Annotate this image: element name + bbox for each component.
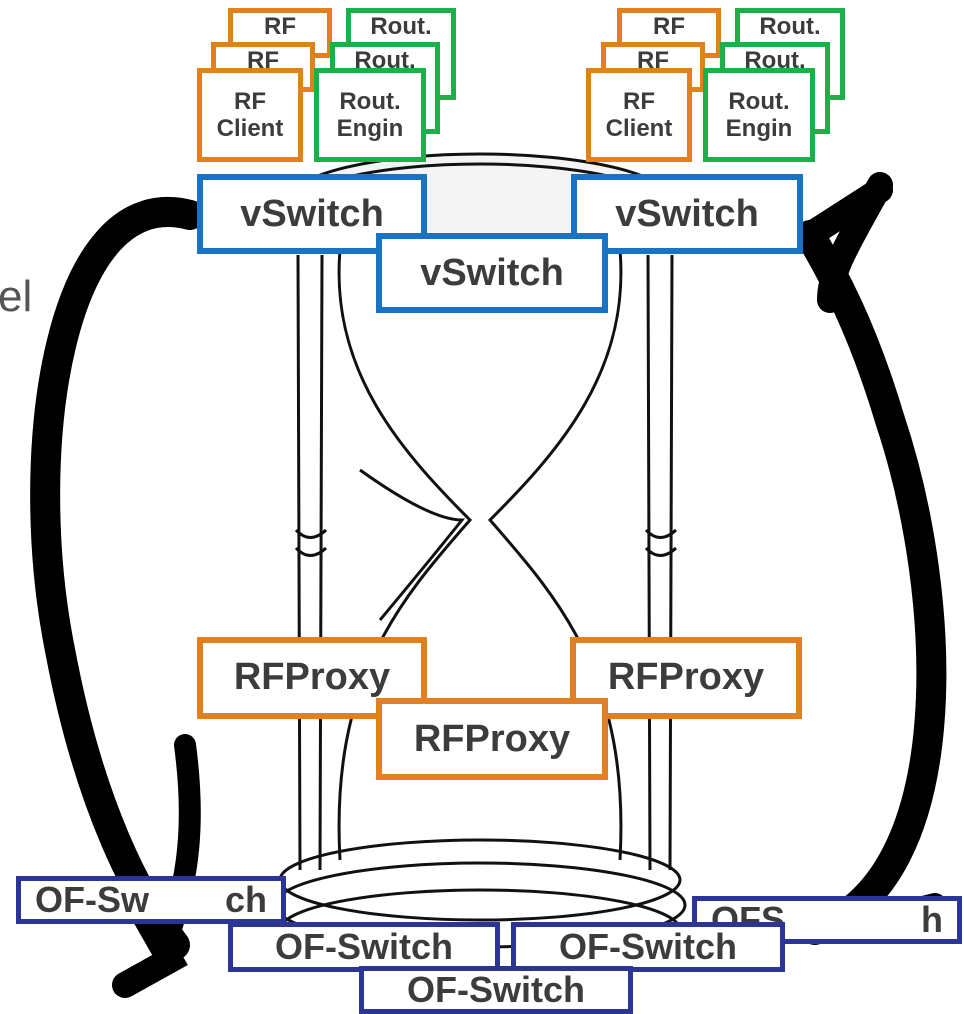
routing-engine-box: Rout. Engin: [314, 68, 426, 162]
of-switch-label: OF-Switch: [275, 926, 453, 967]
of-switch-label: OF-Switch: [407, 969, 585, 1010]
routing-engine-label: Rout.: [759, 13, 821, 40]
rf-client-label: RF Client: [216, 88, 284, 142]
rfproxy-label: RFProxy: [607, 656, 765, 698]
rfproxy-box-center: RFProxy: [376, 698, 608, 780]
routing-engine-box: Rout. Engin: [703, 68, 815, 162]
routing-engine-label: Rout. Engin: [725, 88, 793, 142]
right-curved-arrow-icon: [795, 172, 947, 945]
rf-client-label: RF: [653, 13, 685, 40]
of-switch-label-tail: ch: [224, 879, 267, 920]
vswitch-label: vSwitch: [615, 193, 759, 235]
of-switch-label-tail: h: [921, 899, 943, 940]
vswitch-label: vSwitch: [240, 193, 384, 235]
rf-client-label: RF: [264, 13, 296, 40]
of-switch-box-center-right: OF-Switch: [511, 922, 785, 972]
rf-client-box: RF Client: [197, 68, 303, 162]
rf-client-label: RF Client: [605, 88, 673, 142]
side-text-fragment: el: [0, 272, 33, 321]
vswitch-box-center: vSwitch: [376, 233, 608, 313]
of-switch-label-part: OF-Sw: [35, 879, 149, 920]
routing-engine-label: Rout.: [370, 13, 432, 40]
vswitch-label: vSwitch: [420, 252, 564, 294]
rfproxy-box-right: RFProxy: [570, 637, 802, 719]
rf-client-box: RF Client: [586, 68, 692, 162]
of-switch-box-center-left: OF-Switch: [228, 922, 500, 972]
left-curved-arrow-icon: [30, 197, 205, 998]
rfproxy-label: RFProxy: [413, 718, 571, 760]
of-switch-label: OF-Switch: [559, 926, 737, 967]
routing-engine-label: Rout. Engin: [336, 88, 404, 142]
of-switch-box-bottom: OF-Switch: [359, 966, 633, 1014]
vswitch-box-right: vSwitch: [571, 174, 803, 254]
rfproxy-label: RFProxy: [233, 656, 391, 698]
of-switch-box-left: OF-Sw ch: [16, 876, 286, 924]
